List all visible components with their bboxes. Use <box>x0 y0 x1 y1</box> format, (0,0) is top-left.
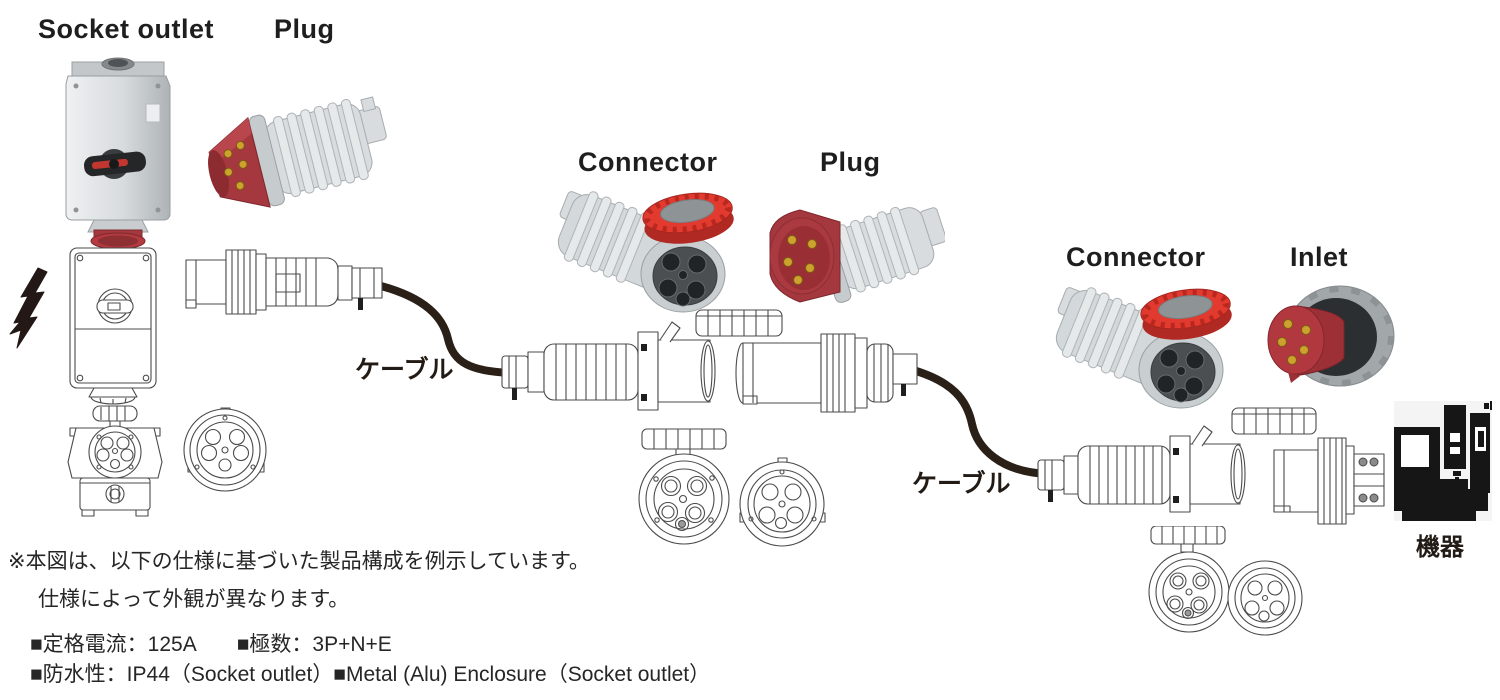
plug-mid-label: Plug <box>820 147 881 177</box>
socket-outlet-photo <box>65 57 171 250</box>
plug-face-drawing-left <box>183 407 267 492</box>
right-assembly-drawing <box>1037 407 1385 525</box>
plug-photo-mid <box>769 206 945 303</box>
socket-front-drawing <box>69 247 157 405</box>
spec-rated-current: ■定格電流：125A <box>30 633 197 656</box>
spec-waterproof: ■防水性：IP44（Socket outlet） <box>30 663 334 686</box>
plug-top-label: Plug <box>274 14 335 44</box>
spec-line-2: ■防水性：IP44（Socket outlet）■Metal (Alu) Enc… <box>30 658 710 688</box>
connector-mid-label: Connector <box>578 147 718 177</box>
spec-line-1: ■定格電流：125A ■極数：3P+N+E <box>30 628 392 658</box>
faces-mid-drawing <box>638 428 826 547</box>
plug-side-drawing <box>185 249 383 315</box>
note-line-2: 仕様によって外観が異なります。 <box>38 588 350 611</box>
faces-right-drawing <box>1148 526 1303 636</box>
cable-right-line <box>909 366 1052 478</box>
inlet-photo <box>1267 285 1395 387</box>
plug-photo-top <box>208 96 387 208</box>
machine-icon <box>1394 401 1492 521</box>
connector-photo-mid <box>557 191 734 313</box>
equipment-label: 機器 <box>1416 534 1464 561</box>
cable-right-label: ケーブル <box>912 470 1011 498</box>
connector-photo-right <box>1055 287 1232 409</box>
note-line-1: ※本図は、以下の仕様に基づいた製品構成を例示しています。 <box>8 550 590 573</box>
inlet-label: Inlet <box>1290 242 1349 272</box>
socket-bottom-drawing <box>67 405 163 517</box>
cable-left-label: ケーブル <box>355 356 454 384</box>
connector-right-label: Connector <box>1066 242 1206 272</box>
spec-poles: ■極数：3P+N+E <box>236 633 392 656</box>
socket-outlet-label: Socket outlet <box>38 14 215 44</box>
mid-assembly-drawing <box>501 309 918 413</box>
lightning-bolt-icon <box>9 267 48 349</box>
spec-enclosure: ■Metal (Alu) Enclosure（Socket outlet） <box>333 663 711 686</box>
